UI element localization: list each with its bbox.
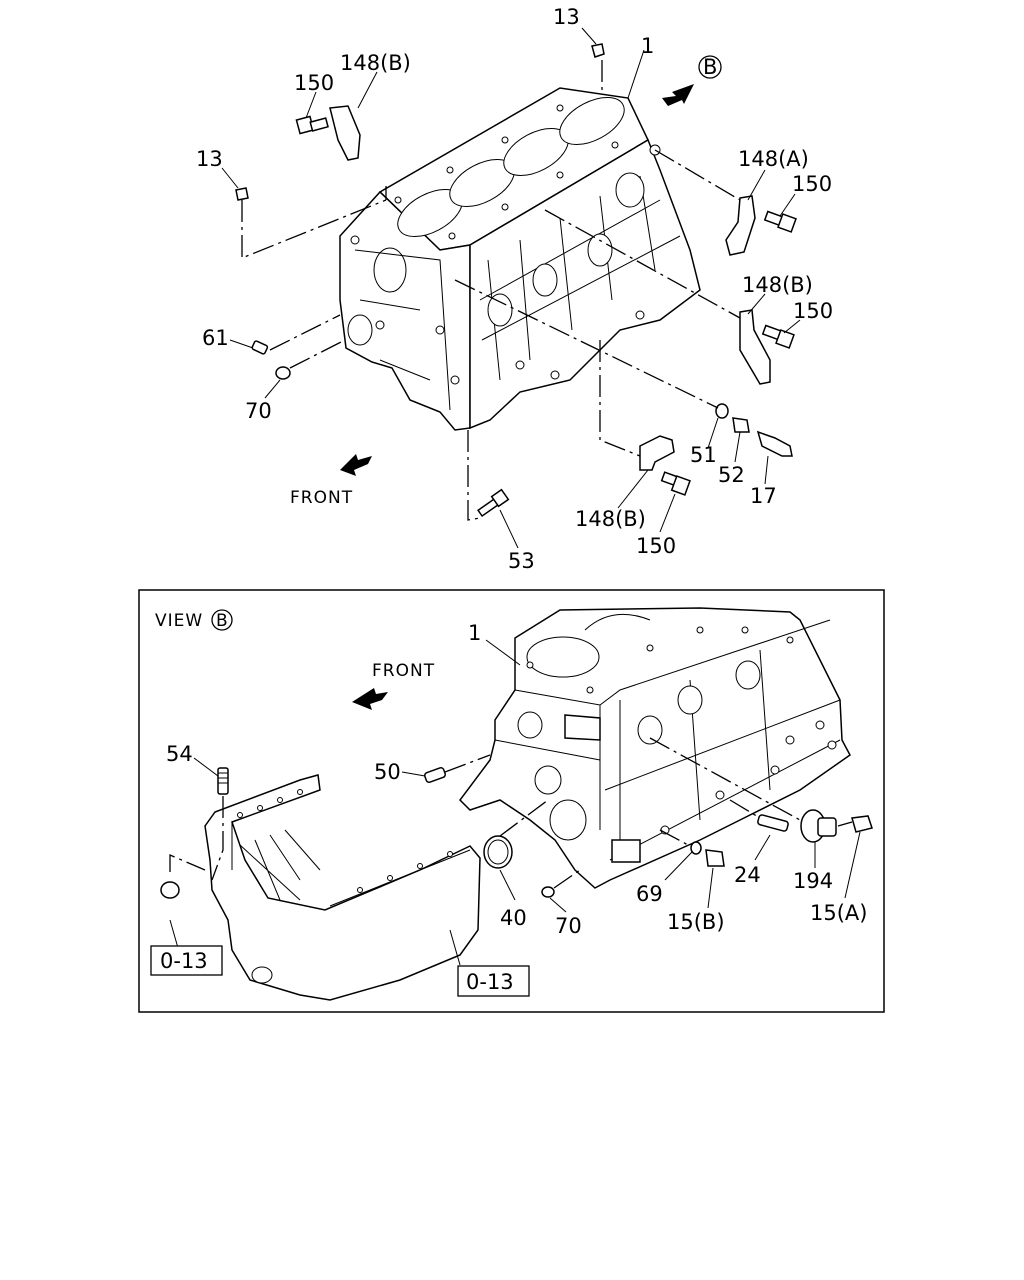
label-148b-right: 148(B) <box>742 273 813 297</box>
label-148b-bottom: 148(B) <box>575 507 646 531</box>
front-arrow-view-b <box>352 688 388 710</box>
label-69: 69 <box>636 882 663 906</box>
part-150-bottom-bolt <box>660 471 691 496</box>
view-b-direction-arrow <box>662 84 694 106</box>
view-b-frame <box>138 589 885 1013</box>
ref-label-left: 0-13 <box>160 949 208 973</box>
upper-exploded-view: 13 1 B 148(B) 150 13 148(A) 150 148(B) 1… <box>196 5 833 573</box>
view-b-alignment-lines <box>169 737 853 889</box>
upper-leader-lines <box>221 27 801 549</box>
label-b-marker: B <box>703 55 717 79</box>
ref-box-left[interactable]: 0-13 <box>150 945 223 976</box>
part-69-washer <box>690 841 702 855</box>
label-52: 52 <box>718 463 745 487</box>
label-1-view-b: 1 <box>468 621 481 645</box>
oil-pan <box>204 774 481 1001</box>
cylinder-block-upper <box>339 87 701 431</box>
part-150-right1-bolt <box>763 210 797 233</box>
part-150-topleft-bolt <box>295 115 329 135</box>
label-51: 51 <box>690 443 717 467</box>
label-front-upper: FRONT <box>290 488 353 508</box>
part-24-pin <box>757 814 789 832</box>
ref-label-right: 0-13 <box>466 970 514 994</box>
part-52-plug <box>732 417 750 433</box>
part-15a-plug <box>851 815 873 833</box>
view-b-marker-circle <box>698 55 722 79</box>
label-150-bottom: 150 <box>636 534 676 558</box>
part-17-sensor <box>756 430 793 457</box>
label-148a: 148(A) <box>738 147 809 171</box>
upper-labels: 13 1 B 148(B) 150 13 148(A) 150 148(B) 1… <box>196 5 833 573</box>
label-150-right2: 150 <box>793 299 833 323</box>
part-150-right2-bolt <box>761 324 795 349</box>
label-54: 54 <box>166 742 193 766</box>
view-b-leader-lines <box>169 639 861 966</box>
label-70-upper: 70 <box>245 399 272 423</box>
part-61-dowel <box>251 340 269 355</box>
upper-alignment-lines <box>241 60 741 521</box>
cylinder-block-view-b <box>459 607 851 889</box>
part-13-top-plug <box>591 43 605 58</box>
label-70-view-b: 70 <box>555 914 582 938</box>
part-0-13-nut <box>160 881 180 899</box>
label-50: 50 <box>374 760 401 784</box>
label-13-left: 13 <box>196 147 223 171</box>
label-1-top: 1 <box>641 34 654 58</box>
view-b-labels: 1 FRONT 54 50 40 70 69 15(B) 24 194 15(A… <box>166 621 867 938</box>
label-148b-top: 148(B) <box>340 51 411 75</box>
label-15a: 15(A) <box>810 901 867 925</box>
label-150-topleft: 150 <box>294 71 334 95</box>
part-54-stud <box>217 767 229 795</box>
view-b-title: VIEW <box>155 611 203 631</box>
label-194: 194 <box>793 869 833 893</box>
front-arrow-upper <box>340 454 372 476</box>
label-53: 53 <box>508 549 535 573</box>
label-15b: 15(B) <box>667 910 725 934</box>
part-194-fitting <box>800 809 837 843</box>
view-b-title-marker: B <box>216 611 229 631</box>
view-b-panel: VIEW B <box>138 589 885 1013</box>
label-150-right1: 150 <box>792 172 832 196</box>
part-15b-plug <box>705 849 725 867</box>
part-40-oring <box>483 835 513 869</box>
part-148a-bracket <box>725 195 756 256</box>
part-148b-top-bracket <box>329 105 361 161</box>
part-148b-right-bracket <box>739 309 771 385</box>
label-40: 40 <box>500 906 527 930</box>
label-13-top: 13 <box>553 5 580 29</box>
part-51-washer <box>715 403 729 419</box>
part-13-left-plug <box>235 187 249 201</box>
label-front-view-b: FRONT <box>372 661 435 681</box>
view-b-title-marker-circle <box>211 609 233 631</box>
label-61: 61 <box>202 326 229 350</box>
part-70-plug-view-b <box>541 886 555 898</box>
label-17: 17 <box>750 484 777 508</box>
part-50-dowel <box>423 766 447 784</box>
label-24: 24 <box>734 863 761 887</box>
part-70-plug <box>275 366 291 380</box>
part-53-bolt <box>477 488 510 518</box>
ref-box-right[interactable]: 0-13 <box>457 965 530 997</box>
part-148b-bottom-bracket <box>639 435 675 471</box>
